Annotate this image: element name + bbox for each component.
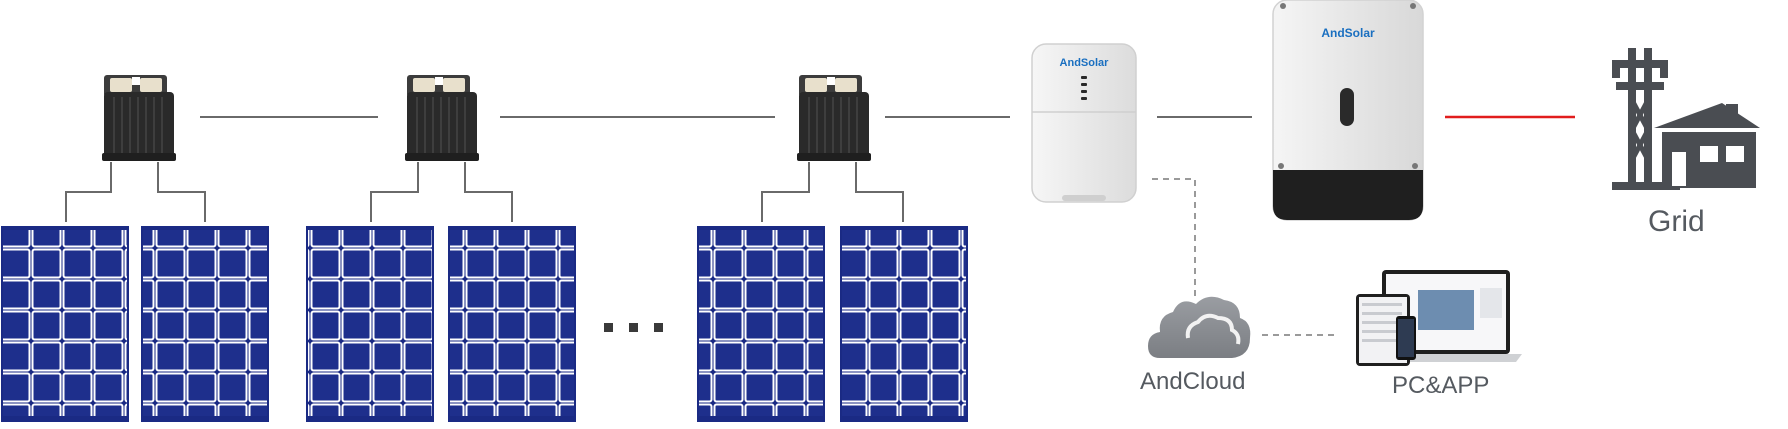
microinverter-icon xyxy=(405,75,479,161)
grid-label: Grid xyxy=(1648,205,1705,238)
battery-brand-label: AndSolar xyxy=(1060,57,1110,69)
pc-app-label: PC&APP xyxy=(1392,372,1490,399)
cloud-icon xyxy=(1148,296,1251,358)
inverter-icon: AndSolar xyxy=(1272,0,1424,221)
solar-panel-icon xyxy=(141,226,269,422)
solar-panel-icon xyxy=(697,226,825,422)
panel-wiring xyxy=(65,162,904,222)
dashed-links xyxy=(1152,178,1334,336)
microinverter-icon xyxy=(102,75,176,161)
solar-panel-icon xyxy=(840,226,968,422)
solar-panel-icon xyxy=(306,226,434,422)
house-icon xyxy=(1654,103,1760,188)
cloud-label: AndCloud xyxy=(1140,368,1246,395)
solar-panels xyxy=(1,226,968,422)
solar-panel-icon xyxy=(448,226,576,422)
inverter-brand-label: AndSolar xyxy=(1321,26,1375,40)
ellipsis-dots xyxy=(604,323,663,332)
laptop-icon xyxy=(1370,270,1522,362)
solar-panel-icon xyxy=(1,226,129,422)
battery-icon: AndSolar xyxy=(1031,43,1137,203)
phone-icon xyxy=(1396,316,1416,360)
battery-cloud-link xyxy=(1152,178,1196,298)
microinverter-icon xyxy=(797,75,871,161)
